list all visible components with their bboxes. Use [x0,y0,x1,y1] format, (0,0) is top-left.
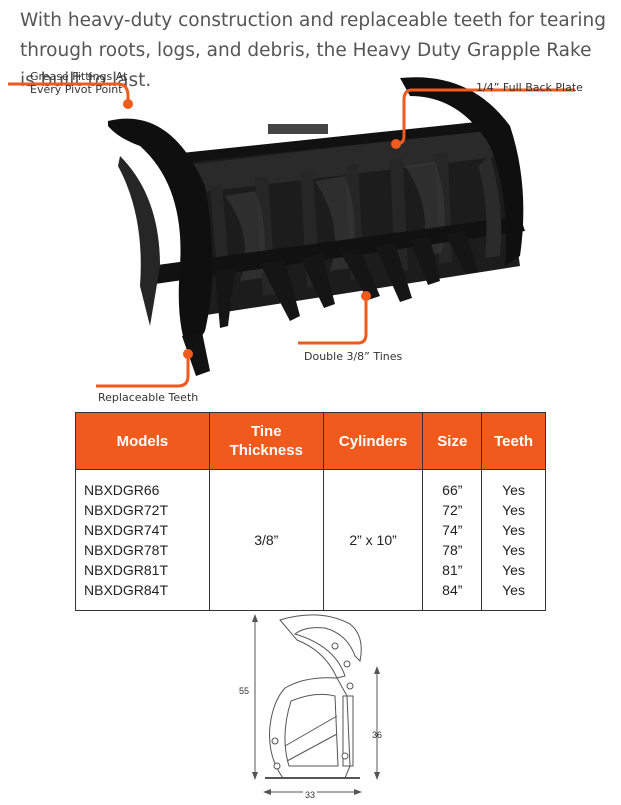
teeth-value: Yes [502,502,525,518]
teeth-value: Yes [502,582,525,598]
depth-dimension-label: 33 [303,790,318,800]
model-name: NBXDGR66 [84,482,160,498]
side-profile-drawing [252,614,380,795]
callout-grease-line1: Grease Fittings At [30,70,128,83]
size-value: 81” [442,562,463,578]
header-tine-line2: Thickness [229,442,303,459]
dimension-drawing: 55 36 33 [225,606,400,800]
teeth-cell: Yes Yes Yes Yes Yes Yes [481,469,546,611]
teeth-value: Yes [502,542,525,558]
header-teeth: Teeth [481,412,546,470]
model-name: NBXDGR74T [84,522,169,538]
callout-back-plate: 1/4” Full Back Plate [476,81,583,94]
table-header-row: Models Tine Thickness Cylinders Size Tee… [75,412,546,470]
callout-grease-line2: Every Pivot Point [30,83,123,96]
model-name: NBXDGR72T [84,502,169,518]
cylinders-cell: 2” x 10” [322,469,424,611]
size-value: 74” [442,522,463,538]
table-row: NBXDGR66 NBXDGR72T NBXDGR74T NBXDGR78T N… [75,469,546,611]
intro-paragraph: With heavy-duty construction and replace… [20,10,606,91]
header-size: Size [422,412,483,470]
teeth-value: Yes [502,482,525,498]
model-name: NBXDGR84T [84,582,169,598]
header-models: Models [75,412,210,470]
callout-replaceable-teeth: Replaceable Teeth [98,391,199,404]
size-value: 72” [442,502,463,518]
tine-thickness-cell: 3/8” [208,469,324,611]
callout-tines: Double 3/8” Tines [304,350,403,363]
header-tine-thickness: Tine Thickness [208,412,324,470]
size-cell: 66” 72” 74” 78” 81” 84” [422,469,483,611]
height-dimension-label: 55 [239,686,250,696]
cylinder-dimension-label: 36 [372,730,383,740]
size-value: 78” [442,542,463,558]
header-cylinders: Cylinders [322,412,424,470]
callout-grease-fittings: Grease Fittings At Every Pivot Point [30,70,127,96]
teeth-value: Yes [502,562,525,578]
teeth-value: Yes [502,522,525,538]
header-tine-line1: Tine [250,423,282,440]
model-name: NBXDGR78T [84,542,169,558]
size-value: 84” [442,582,463,598]
models-cell: NBXDGR66 NBXDGR72T NBXDGR74T NBXDGR78T N… [75,469,210,611]
specs-table: Models Tine Thickness Cylinders Size Tee… [75,412,546,611]
model-name: NBXDGR81T [84,562,169,578]
product-image: Grease Fittings At Every Pivot Point 1/4… [0,66,621,410]
size-value: 66” [442,482,463,498]
grapple-rake-illustration [8,77,575,388]
